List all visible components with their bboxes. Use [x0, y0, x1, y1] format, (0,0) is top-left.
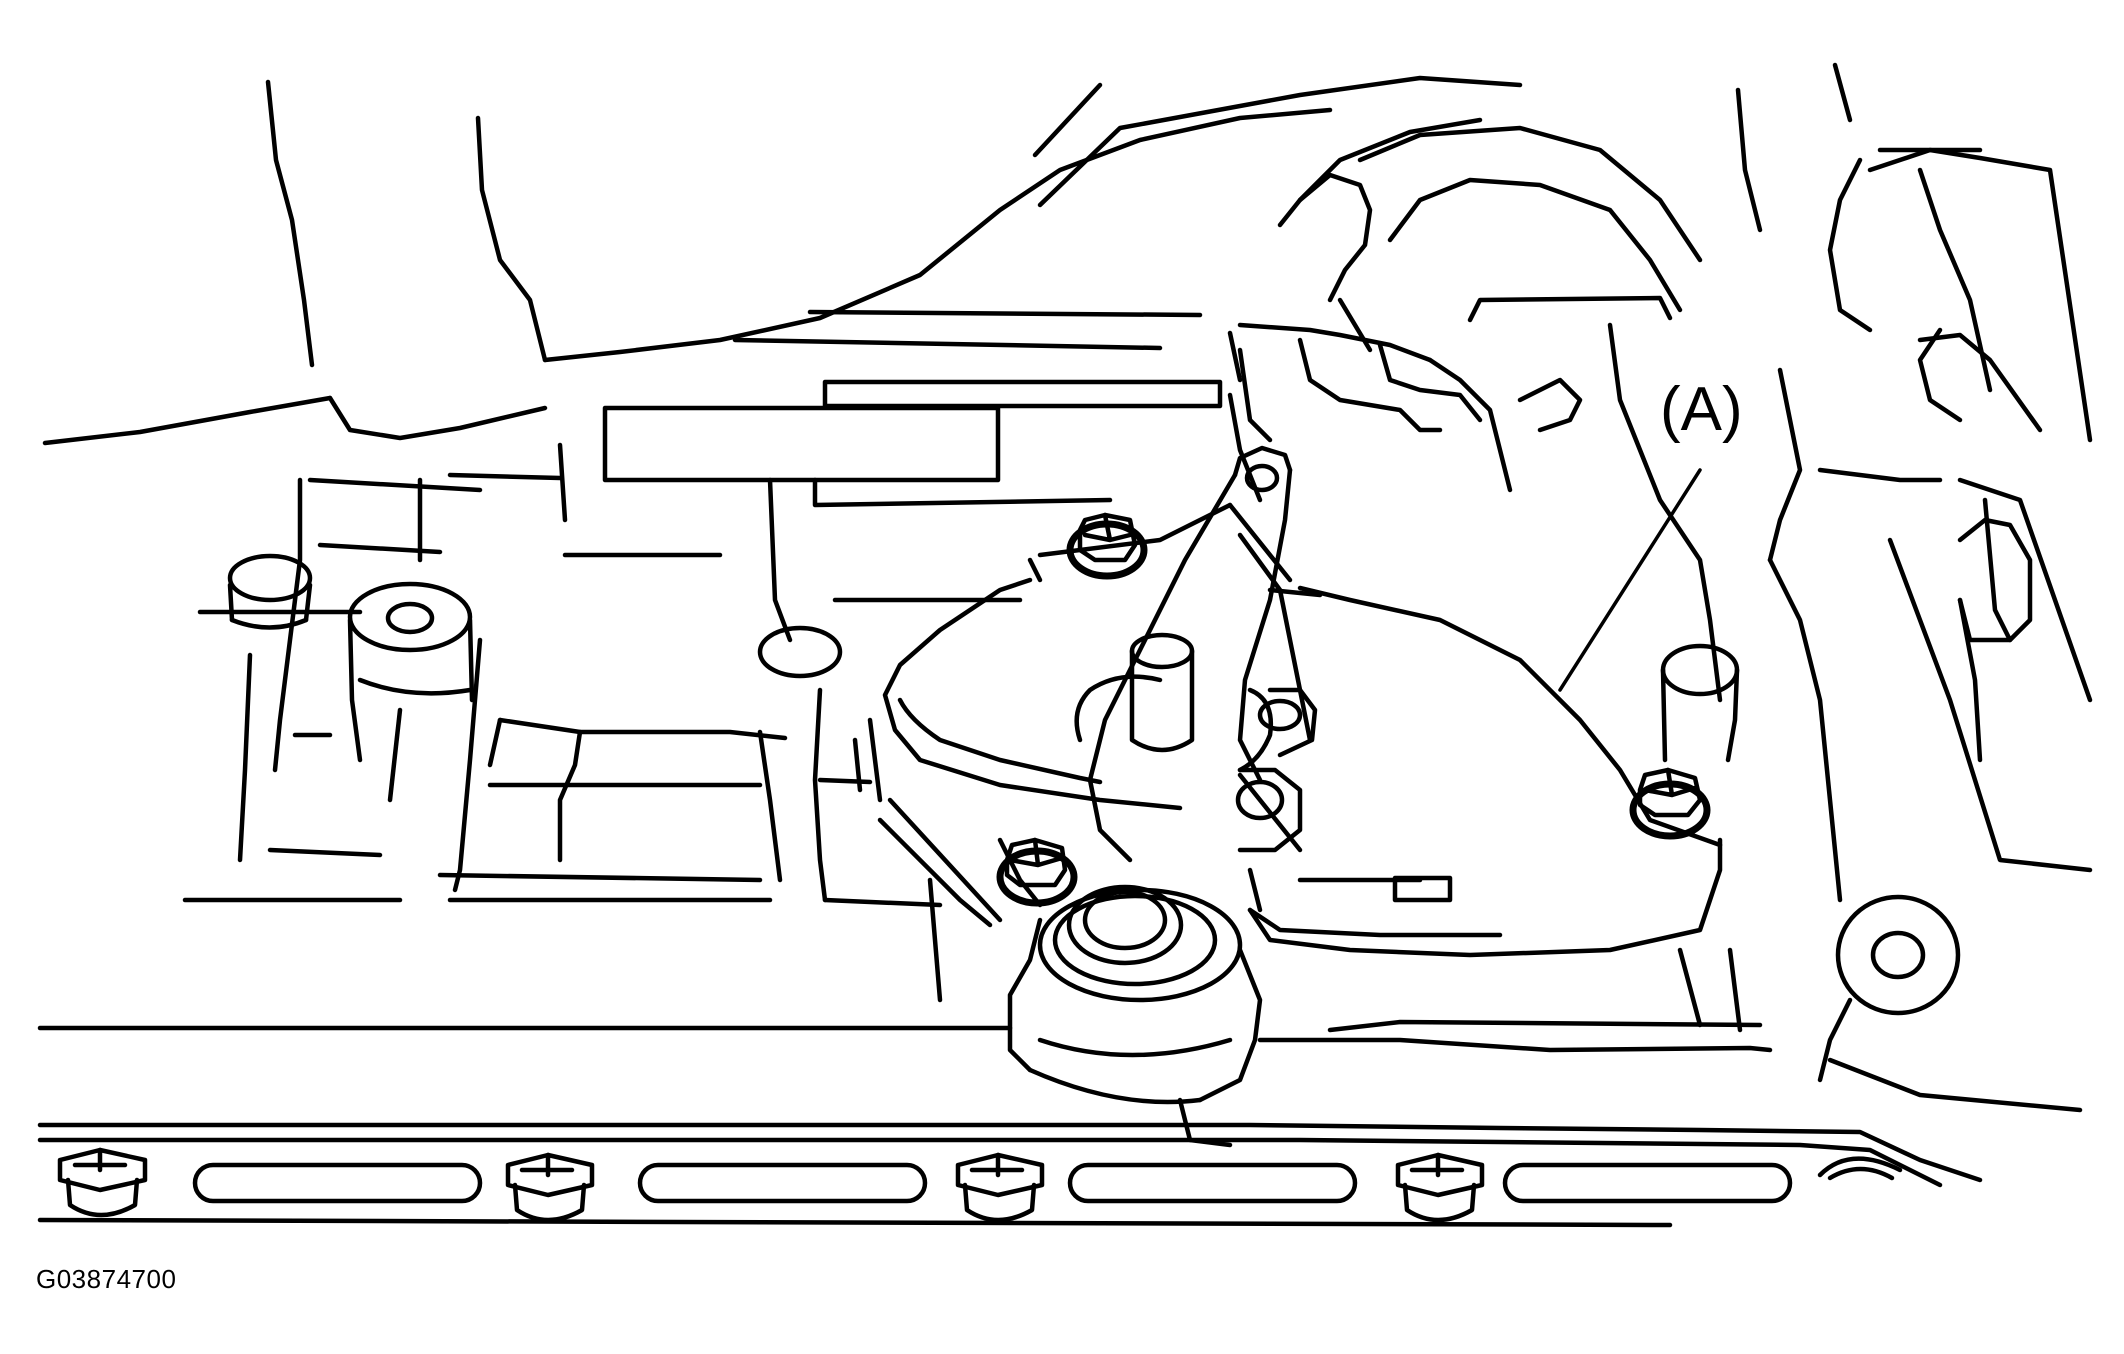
pan-bolt-4: [1395, 1152, 1485, 1223]
shaft-nut: [1235, 687, 1318, 853]
callout-leader: [1558, 468, 1702, 692]
bolt-right: [1629, 767, 1711, 840]
pin-right: [1660, 643, 1740, 763]
bolt-upper: [1066, 512, 1148, 580]
pan-bolt-1: [57, 1147, 148, 1218]
right-housing-outline: [1767, 147, 2093, 903]
pan-bolt-2: [505, 1152, 595, 1223]
label-plates: [602, 309, 1243, 508]
lever-shaft: [1129, 632, 1195, 753]
pin-center: [757, 625, 843, 679]
pan-bolt-3: [955, 1152, 1045, 1223]
detent-plate: [867, 502, 1293, 811]
pan-slot-2: [637, 1162, 928, 1204]
figure-id: G03874700: [36, 1264, 177, 1294]
pan-slot-4: [1502, 1162, 1793, 1204]
callout-label-a: (A): [1660, 375, 1743, 444]
bolt-lower: [996, 837, 1078, 907]
mounting-plate: [877, 532, 1773, 1053]
pin-left: [227, 553, 313, 630]
lever-hub: [1007, 884, 1263, 1148]
bushing-right: [1817, 894, 1961, 1083]
bushing-left: [347, 581, 475, 763]
hose-bracket: [1227, 295, 1723, 703]
valve-body-ribs: [182, 442, 1023, 908]
oil-pan-flange: [37, 1025, 2083, 1228]
lever-arm: [1074, 445, 1293, 863]
pan-slot-3: [1067, 1162, 1358, 1204]
pan-slot-1: [192, 1162, 483, 1204]
